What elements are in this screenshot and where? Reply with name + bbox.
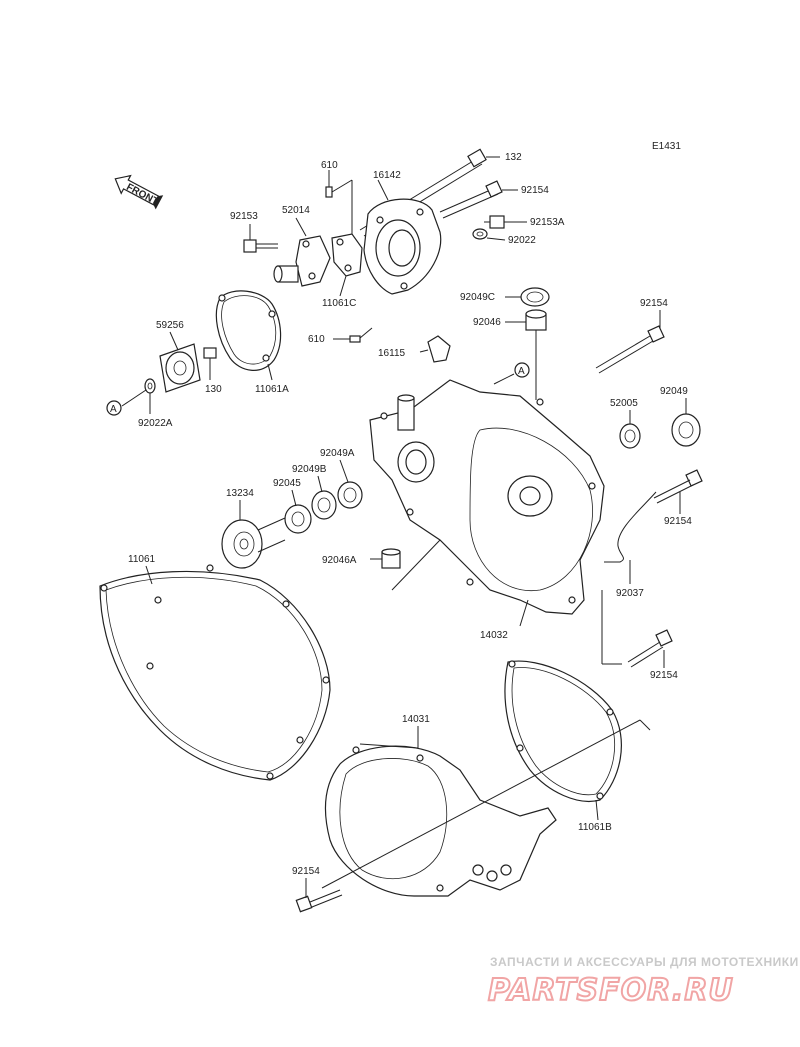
label-92037: 92037 bbox=[616, 588, 644, 599]
label-610-bottom: 610 bbox=[308, 334, 325, 345]
oil-seal-92049B bbox=[311, 475, 337, 520]
bolt-130 bbox=[203, 347, 217, 380]
label-92154-right-upper: 92154 bbox=[640, 298, 668, 309]
label-11061C: 11061C bbox=[322, 298, 356, 309]
gasket-11061A bbox=[215, 290, 282, 381]
label-92022: 92022 bbox=[508, 235, 536, 246]
bolt-92154-right-upper bbox=[595, 310, 665, 374]
leader-line bbox=[639, 719, 651, 731]
reference-marker-a-right: A bbox=[493, 362, 530, 385]
label-16142: 16142 bbox=[373, 170, 401, 181]
leader-line bbox=[391, 539, 441, 591]
washer-92022 bbox=[472, 228, 506, 241]
label-13234: 13234 bbox=[226, 488, 254, 499]
label-92049B: 92049B bbox=[292, 464, 327, 475]
fitting-52014 bbox=[273, 217, 331, 287]
label-132: 132 bbox=[505, 152, 522, 163]
label-92154-lower-right: 92154 bbox=[650, 670, 678, 681]
label-14032: 14032 bbox=[480, 630, 508, 641]
dowel-pin-610-bottom bbox=[333, 327, 373, 343]
bolt-92153 bbox=[243, 224, 278, 253]
label-92153A: 92153A bbox=[530, 217, 565, 228]
oil-seal-92049A bbox=[337, 459, 363, 509]
bolt-92154-lower-right bbox=[627, 629, 673, 668]
gasket-11061 bbox=[99, 564, 331, 781]
label-92022A: 92022A bbox=[138, 418, 173, 429]
label-11061A: 11061A bbox=[255, 384, 289, 395]
label-52014: 52014 bbox=[282, 205, 310, 216]
label-11061B: 11061B bbox=[578, 822, 612, 833]
bushing-92046A bbox=[370, 548, 401, 569]
label-92153: 92153 bbox=[230, 211, 258, 222]
label-92046: 92046 bbox=[473, 317, 501, 328]
washer-92022A bbox=[121, 378, 156, 414]
gear-13234 bbox=[221, 500, 286, 569]
label-92154-bottom: 92154 bbox=[292, 866, 320, 877]
leader-line bbox=[321, 719, 641, 889]
oil-seal-92049C bbox=[505, 287, 550, 307]
label-16115: 16115 bbox=[378, 348, 406, 359]
bolt-92154-bottom bbox=[295, 878, 343, 913]
label-92046A: 92046A bbox=[322, 555, 357, 566]
label-52005: 52005 bbox=[610, 398, 638, 409]
gasket-11061B bbox=[504, 660, 622, 821]
oil-seal-92049 bbox=[671, 398, 701, 447]
svg-text:A: A bbox=[518, 366, 525, 377]
gasket-11061C bbox=[331, 233, 363, 297]
bearing-92045 bbox=[284, 489, 312, 534]
label-92049C: 92049C bbox=[460, 292, 495, 303]
watermark-logo: PARTSFOR.RU bbox=[488, 973, 734, 1008]
label-59256: 59256 bbox=[156, 320, 184, 331]
reference-marker-a-left: A bbox=[106, 400, 122, 416]
clamp-92037 bbox=[604, 491, 657, 584]
label-610-top: 610 bbox=[321, 160, 338, 171]
front-arrow-icon: FRONT bbox=[114, 174, 164, 210]
svg-text:A: A bbox=[110, 404, 117, 415]
clutch-cover-14031 bbox=[324, 726, 557, 897]
label-11061: 11061 bbox=[128, 554, 156, 565]
label-92045: 92045 bbox=[273, 478, 301, 489]
pump-housing-16142 bbox=[363, 179, 442, 295]
dowel-pin-610-top bbox=[325, 170, 353, 236]
label-130: 130 bbox=[205, 384, 222, 395]
label-92049: 92049 bbox=[660, 386, 688, 397]
clutch-cover-14032 bbox=[369, 379, 605, 627]
label-92049A: 92049A bbox=[320, 448, 355, 459]
bolt-92154-right-middle bbox=[653, 469, 703, 514]
filler-cap-16115 bbox=[419, 335, 451, 363]
label-14031: 14031 bbox=[402, 714, 430, 725]
impeller-59256 bbox=[159, 331, 201, 393]
bolt-92154-top bbox=[439, 180, 518, 219]
bolt-92153A bbox=[484, 215, 527, 229]
front-label: FRONT bbox=[124, 182, 160, 208]
label-92154-right-middle: 92154 bbox=[664, 516, 692, 527]
label-92154-top: 92154 bbox=[521, 185, 549, 196]
bushing-92046 bbox=[505, 309, 547, 400]
watermark-text: ЗАПЧАСТИ И АКСЕССУАРЫ ДЛЯ МОТОТЕХНИКИ bbox=[490, 955, 799, 969]
diagram-code: E1431 bbox=[652, 141, 681, 152]
bearing-52005 bbox=[619, 410, 641, 449]
